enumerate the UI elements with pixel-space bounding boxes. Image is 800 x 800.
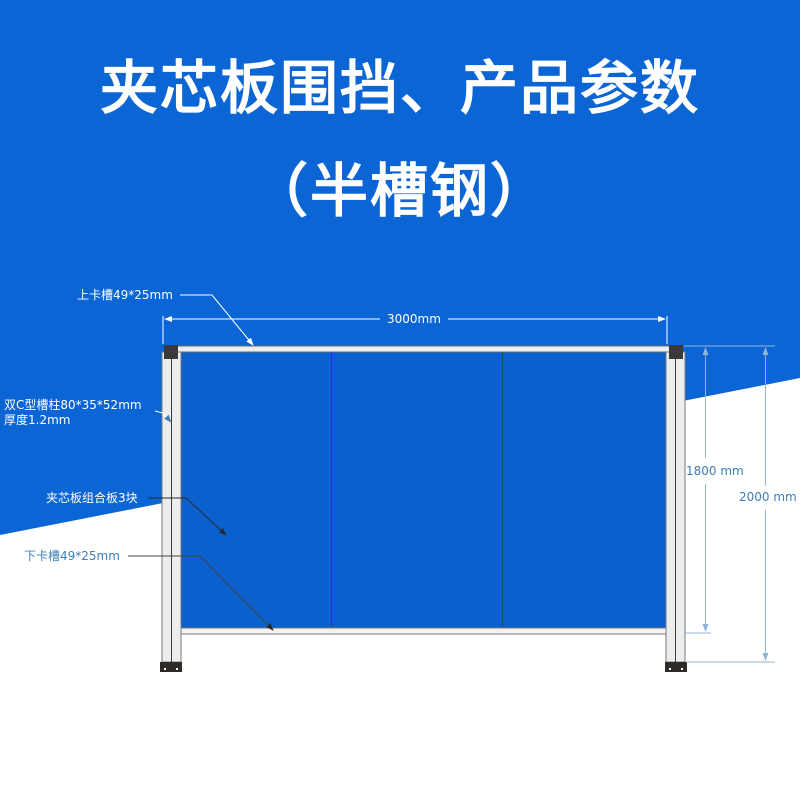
post-label-line1: 双C型槽柱80*35*52mm bbox=[4, 398, 142, 412]
leader-panels bbox=[148, 497, 227, 536]
leader-bottom-rail bbox=[128, 555, 274, 631]
total-height-label: 2000 mm bbox=[739, 490, 797, 504]
leader-post bbox=[154, 410, 172, 423]
leader-top-rail bbox=[180, 294, 254, 346]
top-rail-label: 上卡槽49*25mm bbox=[77, 288, 173, 302]
page-title: 夹芯板围挡、产品参数 bbox=[99, 54, 700, 122]
left-post bbox=[160, 345, 182, 672]
page-subtitle: （半槽钢） bbox=[249, 157, 550, 225]
top-rail bbox=[171, 345, 677, 353]
bottom-rail-label: 下卡槽49*25mm bbox=[24, 549, 120, 563]
width-dimension-label: 3000mm bbox=[387, 312, 441, 326]
panel-height-label: 1800 mm bbox=[686, 464, 744, 478]
bottom-rail bbox=[180, 627, 667, 635]
sandwich-panels bbox=[180, 351, 667, 629]
post-label-line2: 厚度1.2mm bbox=[4, 413, 71, 427]
panels-label: 夹芯板组合板3块 bbox=[46, 491, 138, 505]
right-post bbox=[665, 345, 687, 672]
total-height-dimension bbox=[686, 347, 775, 663]
panel-height-dimension bbox=[684, 345, 775, 634]
width-dimension bbox=[162, 316, 668, 344]
